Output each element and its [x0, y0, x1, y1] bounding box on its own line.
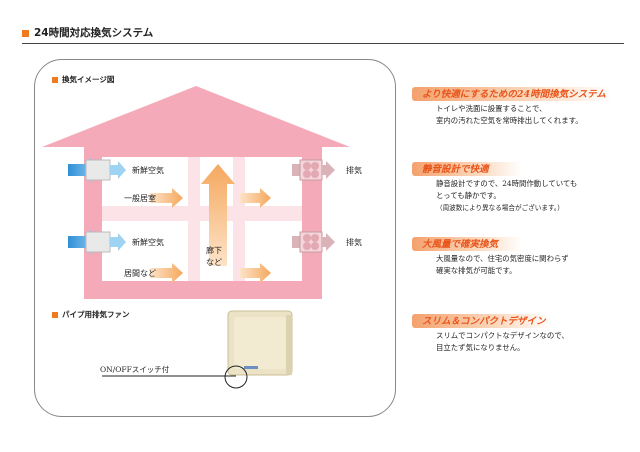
feature-title-brush: [412, 87, 612, 101]
fresh-air-vent-top: [85, 159, 111, 181]
flow-arrow-general-room: [150, 188, 183, 208]
flow-arrow-living-room: [150, 263, 183, 283]
flow-arrow-corridor: [201, 164, 235, 266]
fan-section-label: パイプ用排気ファン: [62, 310, 130, 319]
flow-arrow-lower-right: [240, 263, 271, 283]
label-general-room: 一般居室: [124, 194, 156, 203]
section-marker: [52, 77, 58, 83]
feature-title-brush: [412, 237, 522, 251]
label-exhaust-bottom: 排気: [346, 238, 362, 247]
fresh-air-inner-arrow-bottom: [110, 233, 126, 251]
fresh-air-vent-bottom: [85, 231, 111, 253]
feature-line: （周波数により異なる場合がございます。）: [436, 204, 564, 212]
fresh-air-inner-arrow-top: [110, 161, 126, 179]
exhaust-arrow-outer-top: [322, 161, 335, 179]
title-marker: [22, 30, 29, 37]
feature-description: 大風量なので、住宅の気密度に関わらず 確実な排気が可能です。: [436, 253, 569, 277]
feature-title: 大風量で確実換気: [422, 239, 499, 250]
feature-line: 大風量なので、住宅の気密度に関わらず: [436, 254, 569, 263]
feature-description: スリムでコンパクトなデザインなので、 目立たず気になりません。: [436, 330, 569, 354]
label-corridor: 廊下 など: [206, 246, 222, 267]
feature-line: 確実な排気が可能です。: [436, 266, 517, 275]
feature-line: 静音設計ですので、24時間作動していても: [436, 179, 578, 188]
feature-title: スリム＆コンパクトデザイン: [422, 316, 546, 327]
feature-description: 静音設計ですので、24時間作動していても とっても静かです。 （周波数により異な…: [436, 178, 577, 214]
wall-band-left: [188, 157, 200, 281]
feature-line: スリムでコンパクトなデザインなので、: [436, 331, 569, 340]
exhaust-fan-bottom: [299, 231, 323, 253]
label-exhaust-top: 排気: [346, 166, 362, 175]
house-roof: [42, 86, 350, 147]
label-fresh-air-top: 新鮮空気: [132, 166, 164, 175]
switch-label: ON/OFFスイッチ付: [100, 365, 170, 374]
feature-line: 目立たず気になりません。: [436, 343, 525, 352]
feature-line: トイレや洗面に設置することで、: [436, 104, 547, 113]
feature-line: とっても静かです。: [436, 191, 501, 200]
feature-title: より快適にするための24時間換気システム: [422, 89, 606, 100]
floor-band: [102, 206, 302, 221]
exhaust-fan-top: [299, 159, 323, 181]
label-living-room: 居間など: [124, 269, 156, 278]
feature-line: 室内の汚れた空気を常時排出してくれます。: [436, 116, 583, 125]
feature-title-brush: [412, 162, 522, 176]
flow-arrow-upper-right: [240, 188, 271, 208]
pipe-fan-illustration: [227, 310, 293, 376]
label-fresh-air-bottom: 新鮮空気: [132, 238, 164, 247]
page-title: 24時間対応換気システム: [34, 27, 154, 39]
title-divider: [22, 43, 624, 44]
switch-callout-circle: [224, 365, 248, 389]
diagram-section-label: 換気イメージ図: [62, 75, 115, 84]
feature-description: トイレや洗面に設置することで、 室内の汚れた空気を常時排出してくれます。: [436, 103, 583, 127]
wall-band-right: [233, 157, 245, 281]
section-marker: [52, 312, 58, 318]
feature-title-brush: [412, 314, 552, 328]
feature-title: 静音設計で快適: [422, 164, 489, 175]
exhaust-arrow-outer-bottom: [322, 233, 335, 251]
